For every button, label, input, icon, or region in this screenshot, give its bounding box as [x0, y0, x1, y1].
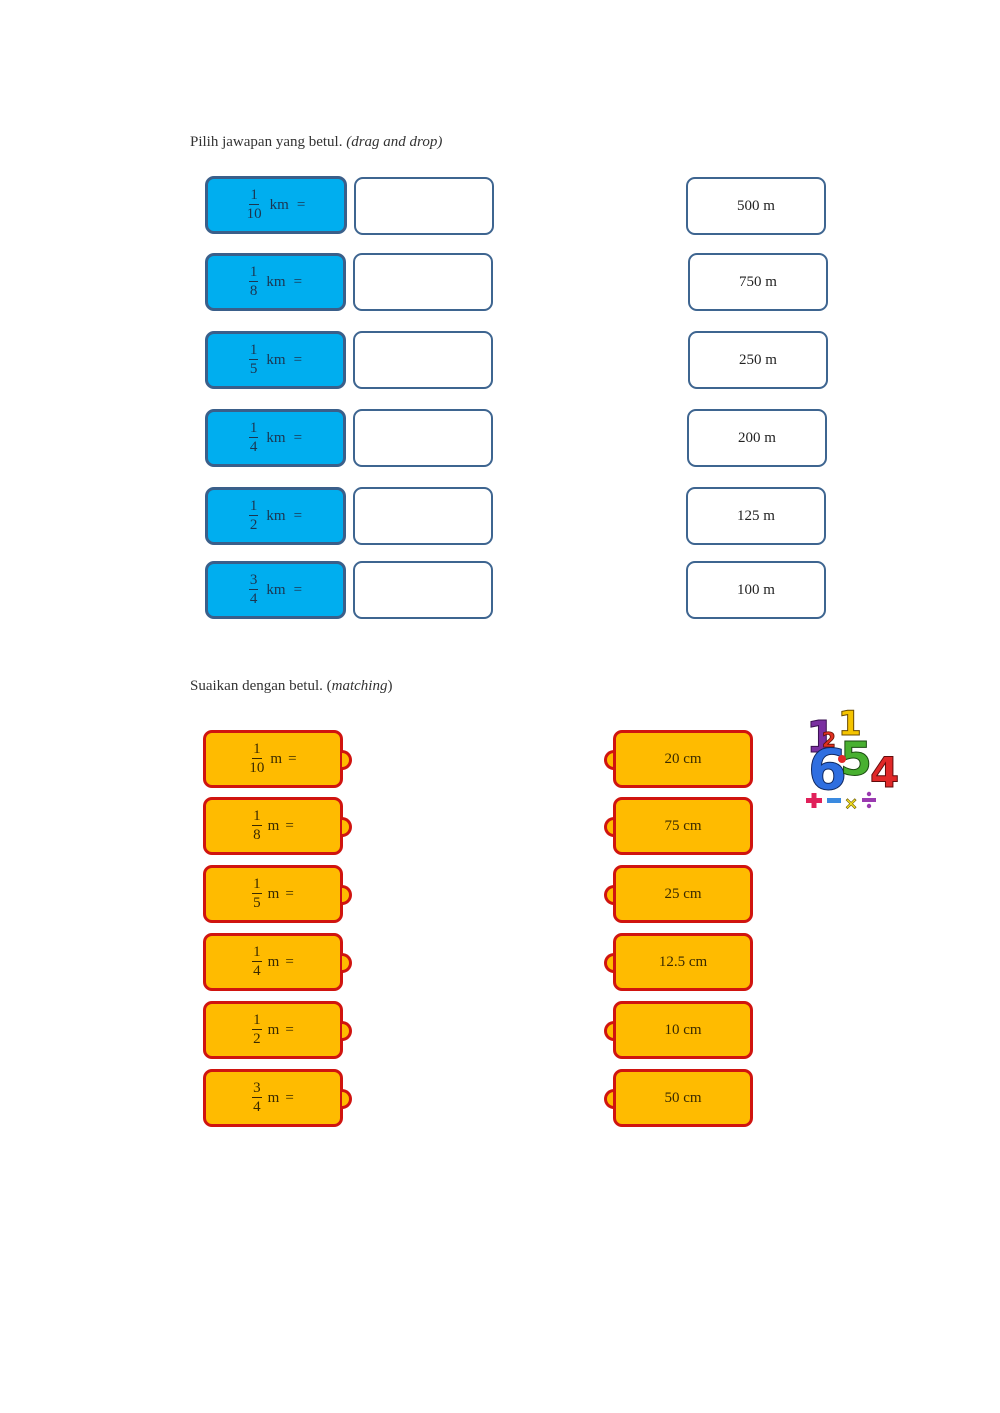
svg-text:6: 6 — [808, 738, 847, 803]
match-connector-right[interactable] — [342, 817, 352, 837]
match-answer[interactable]: 25 cm — [613, 865, 753, 923]
svg-text:4: 4 — [870, 748, 899, 797]
svg-text:×: × — [844, 794, 858, 814]
match-connector-right[interactable] — [342, 1089, 352, 1109]
match-answer[interactable]: 75 cm — [613, 797, 753, 855]
draggable-answer[interactable]: 250 m — [688, 331, 828, 389]
instruction-mode: (drag and drop) — [346, 134, 443, 150]
instruction-text: Suaikan dengan betul. — [190, 678, 323, 694]
draggable-answer[interactable]: 200 m — [687, 409, 827, 467]
match-connector-left[interactable] — [604, 817, 614, 837]
instruction-drag-drop: Pilih jawapan yang betul. (drag and drop… — [190, 134, 442, 151]
match-answer[interactable]: 20 cm — [613, 730, 753, 788]
match-answer[interactable]: 50 cm — [613, 1069, 753, 1127]
draggable-answer[interactable]: 750 m — [688, 253, 828, 311]
match-connector-left[interactable] — [604, 750, 614, 770]
match-connector-right[interactable] — [342, 1021, 352, 1041]
match-connector-left[interactable] — [604, 1089, 614, 1109]
instruction-mode: matching — [331, 678, 388, 694]
drop-zone[interactable] — [353, 409, 493, 467]
svg-text:1: 1 — [806, 712, 837, 763]
numbers-math-clipart-icon: 1 1 2 6 5 4 × — [800, 697, 910, 815]
instruction-text: Pilih jawapan yang betul. — [190, 134, 343, 150]
match-answer[interactable]: 12.5 cm — [613, 933, 753, 991]
match-connector-right[interactable] — [342, 750, 352, 770]
match-connector-left[interactable] — [604, 1021, 614, 1041]
svg-text:1: 1 — [838, 704, 862, 744]
draggable-answer[interactable]: 125 m — [686, 487, 826, 545]
drop-zone[interactable] — [353, 561, 493, 619]
match-connector-right[interactable] — [342, 953, 352, 973]
draggable-answer[interactable]: 500 m — [686, 177, 826, 235]
match-connector-right[interactable] — [342, 885, 352, 905]
drop-zone[interactable] — [354, 177, 494, 235]
drop-zone[interactable] — [353, 487, 493, 545]
draggable-answer[interactable]: 100 m — [686, 561, 826, 619]
match-connector-left[interactable] — [604, 953, 614, 973]
svg-text:2: 2 — [822, 728, 836, 752]
match-connector-left[interactable] — [604, 885, 614, 905]
instruction-matching: Suaikan dengan betul. (matching) — [190, 678, 393, 694]
match-answer[interactable]: 10 cm — [613, 1001, 753, 1059]
drop-zone[interactable] — [353, 253, 493, 311]
drop-zone[interactable] — [353, 331, 493, 389]
